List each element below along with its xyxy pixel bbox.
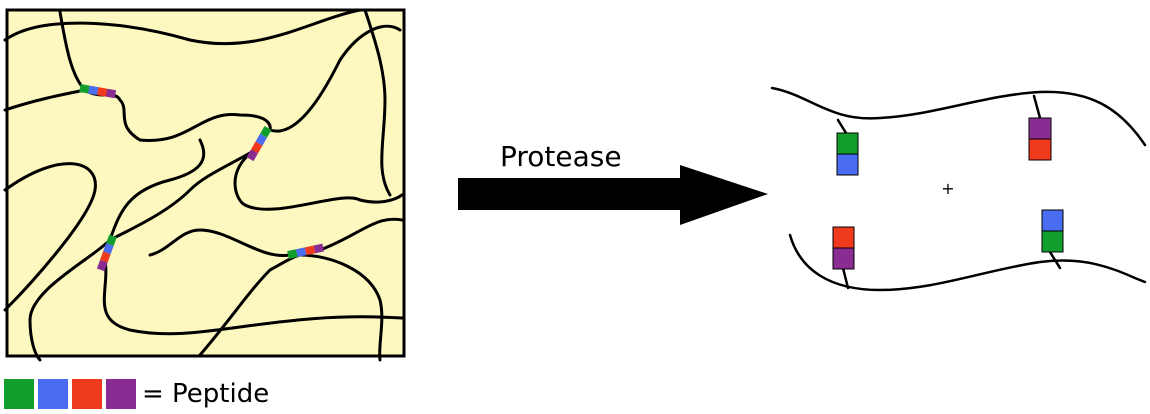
polymer-strand	[108, 148, 257, 242]
center-mark: +	[941, 179, 954, 198]
degraded-gel	[770, 86, 1147, 292]
peptide-segment	[97, 87, 108, 97]
peptide-segment	[96, 260, 108, 272]
peptide-segment	[79, 84, 90, 94]
tether	[1048, 250, 1062, 270]
top-strand	[770, 86, 1147, 147]
fragment-bottom-right-blue	[1041, 209, 1064, 232]
polymer-strand	[363, 8, 392, 197]
polymer-strand	[298, 253, 384, 362]
fragment-bottom-left-purple	[832, 247, 855, 270]
peptide-crosslink	[96, 234, 117, 272]
bottom-strand	[788, 233, 1147, 292]
peptide-segment	[304, 245, 316, 256]
crosslinked-gel	[3, 8, 406, 362]
tether	[836, 118, 848, 135]
polymer-strand	[3, 88, 87, 112]
polymer-strand	[233, 148, 404, 211]
legend-red-square	[72, 379, 102, 409]
polymer-strand	[102, 258, 404, 336]
polymer-strand	[58, 10, 272, 142]
protease-arrow	[458, 165, 768, 225]
peptide-segment	[100, 251, 111, 263]
peptide-segment	[251, 141, 263, 154]
protease-label: Protease	[500, 140, 622, 173]
peptide-crosslink	[79, 84, 117, 99]
polymer-strand	[108, 138, 206, 242]
arrow-shaft	[458, 178, 688, 210]
peptide-segment	[255, 133, 267, 146]
peptide-segment	[260, 126, 272, 138]
peptide-segment	[287, 249, 298, 259]
fragment-top-right-purple	[1028, 117, 1052, 140]
cleaved-peptide-fragments	[832, 117, 1064, 270]
fragment-top-right-red	[1028, 138, 1052, 161]
peptide-crosslink	[246, 126, 272, 162]
peptide-segment	[246, 149, 258, 162]
peptide-segment	[313, 243, 325, 254]
peptide-segment	[295, 247, 307, 258]
arrow-head	[680, 165, 768, 225]
peptide-segment	[88, 85, 99, 96]
tether	[1032, 94, 1042, 120]
fragment-top-left-blue	[836, 153, 859, 176]
legend-purple-square	[106, 379, 136, 409]
fragment-bottom-left-red	[832, 226, 855, 249]
peptide-crosslinks	[79, 84, 325, 272]
legend-blue-square	[38, 379, 68, 409]
polymer-strand	[148, 228, 292, 258]
peptide-segment	[105, 88, 117, 99]
polymer-strand	[198, 253, 302, 357]
polymer-strand	[3, 8, 362, 46]
fragment-bottom-right-green	[1041, 230, 1064, 253]
tether	[841, 266, 850, 290]
gel-box	[5, 8, 406, 358]
legend: = Peptide	[4, 378, 269, 410]
legend-text: = Peptide	[142, 379, 270, 409]
peptide-segment	[106, 234, 117, 246]
peptide-segment	[103, 243, 114, 255]
polymer-strand	[28, 238, 112, 362]
polymer-strand	[3, 162, 97, 312]
polymer-strand	[318, 217, 404, 252]
polymer-strand	[268, 24, 402, 133]
peptide-crosslink	[287, 243, 325, 259]
fragment-top-left-green	[836, 132, 859, 155]
legend-green-square	[4, 379, 34, 409]
